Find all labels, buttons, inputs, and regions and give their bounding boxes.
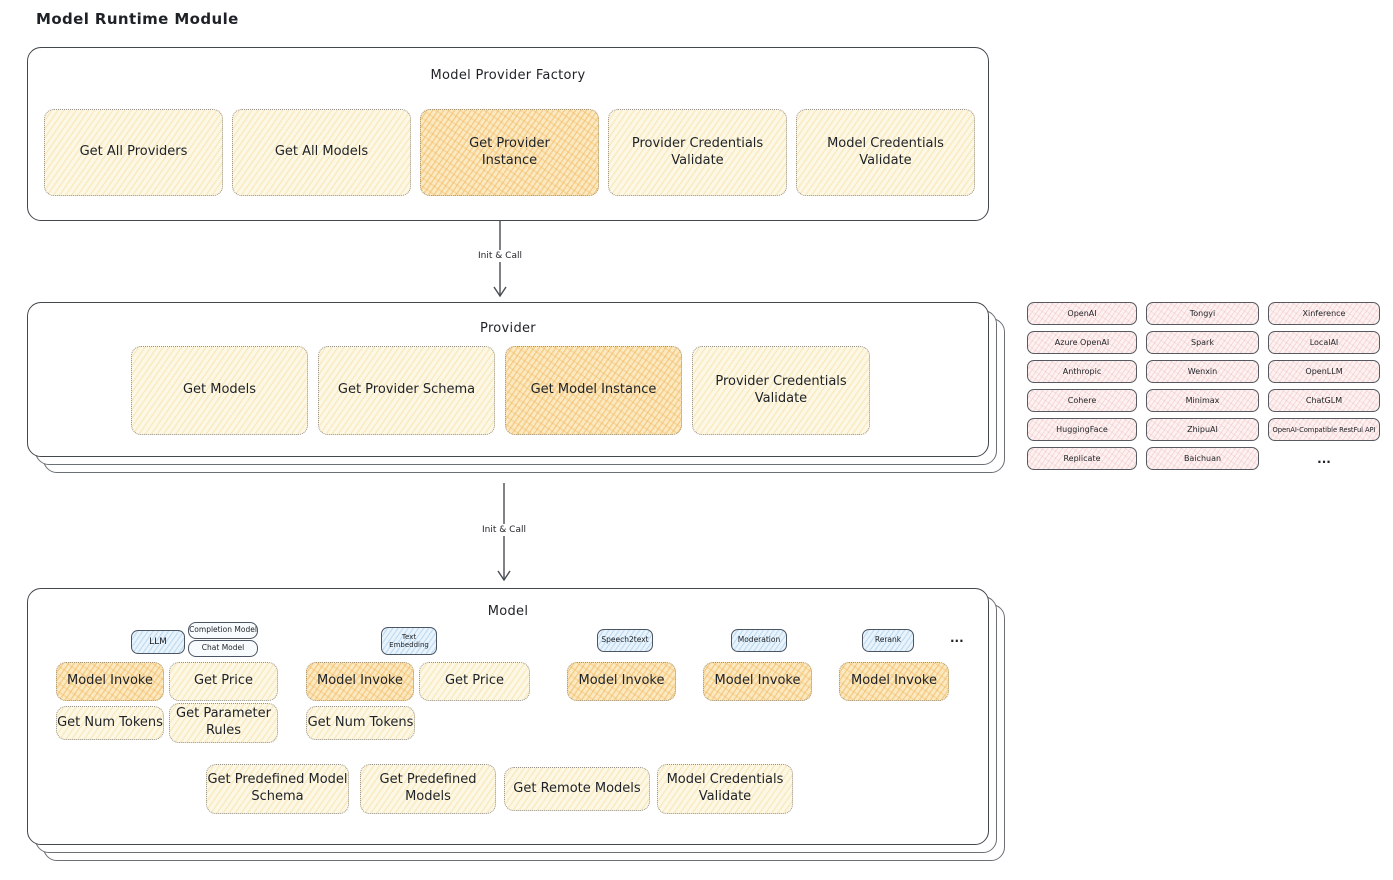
provider-azure-openai: Azure OpenAI [1027, 331, 1137, 354]
embedding-get-price: Get Price [419, 662, 530, 701]
arrow-label-init-call-2: Init & Call [478, 524, 530, 536]
factory-box-model-credentials-validate: Model Credentials Validate [796, 109, 975, 196]
arrow-label-init-call-1: Init & Call [474, 250, 526, 262]
moderation-model-invoke: Model Invoke [703, 662, 812, 701]
provider-anthropic: Anthropic [1027, 360, 1137, 383]
speech2text-model-invoke: Model Invoke [567, 662, 676, 701]
provider-box-get-model-instance: Get Model Instance [505, 346, 682, 435]
tag-chat-model: Chat Model [188, 640, 258, 657]
provider-box-provider-credentials-validate: Provider Credentials Validate [692, 346, 870, 435]
provider-openllm: OpenLLM [1268, 360, 1380, 383]
provider-huggingface: HuggingFace [1027, 418, 1137, 441]
embedding-get-num-tokens: Get Num Tokens [306, 706, 415, 740]
embedding-model-invoke: Model Invoke [306, 662, 414, 701]
provider-localai: LocalAI [1268, 331, 1380, 354]
factory-container: Model Provider Factory Get All Providers… [27, 47, 989, 221]
provider-spark: Spark [1146, 331, 1259, 354]
model-providers-list: OpenAI Tongyi Xinference Azure OpenAI Sp… [1027, 302, 1380, 470]
provider-tongyi: Tongyi [1146, 302, 1259, 325]
provider-container: Provider Get Models Get Provider Schema … [27, 302, 989, 457]
tag-speech2text: Speech2text [597, 629, 653, 652]
provider-box-get-provider-schema: Get Provider Schema [318, 346, 495, 435]
tags-more-ellipsis: ... [950, 631, 964, 645]
arrow-factory-to-provider: Init & Call [474, 220, 526, 298]
llm-get-parameter-rules: Get Parameter Rules [169, 703, 278, 743]
provider-cohere: Cohere [1027, 389, 1137, 412]
tag-rerank: Rerank [862, 629, 914, 652]
factory-box-get-provider-instance: Get Provider Instance [420, 109, 599, 196]
factory-box-get-all-providers: Get All Providers [44, 109, 223, 196]
tag-moderation: Moderation [731, 629, 787, 652]
tag-text-embedding: Text Embedding [381, 627, 437, 655]
provider-replicate: Replicate [1027, 447, 1137, 470]
llm-get-price: Get Price [169, 662, 278, 701]
common-get-predefined-models: Get Predefined Models [360, 764, 496, 814]
tag-llm: LLM [131, 630, 185, 654]
provider-zhipuai: ZhipuAI [1146, 418, 1259, 441]
provider-chatglm: ChatGLM [1268, 389, 1380, 412]
provider-title: Provider [480, 321, 536, 336]
arrow-provider-to-model: Init & Call [478, 483, 530, 582]
provider-openai: OpenAI [1027, 302, 1137, 325]
provider-openai-compatible-restful-api: OpenAI-Compatible RestFul API [1268, 418, 1380, 441]
model-title: Model [487, 604, 529, 619]
provider-baichuan: Baichuan [1146, 447, 1259, 470]
provider-box-get-models: Get Models [131, 346, 308, 435]
rerank-model-invoke: Model Invoke [839, 662, 949, 701]
provider-wenxin: Wenxin [1146, 360, 1259, 383]
tag-completion-model: Completion Model [188, 622, 258, 639]
diagram-title: Model Runtime Module [36, 10, 239, 28]
factory-title: Model Provider Factory [430, 68, 586, 83]
common-get-predefined-model-schema: Get Predefined Model Schema [206, 764, 349, 814]
providers-more-ellipsis: ... [1317, 451, 1331, 466]
common-model-credentials-validate: Model Credentials Validate [657, 764, 793, 814]
provider-minimax: Minimax [1146, 389, 1259, 412]
common-get-remote-models: Get Remote Models [504, 767, 650, 811]
llm-model-invoke: Model Invoke [56, 662, 164, 701]
provider-xinference: Xinference [1268, 302, 1380, 325]
factory-box-get-all-models: Get All Models [232, 109, 411, 196]
factory-box-provider-credentials-validate: Provider Credentials Validate [608, 109, 787, 196]
model-container: Model LLM Completion Model Chat Model Te… [27, 588, 989, 845]
llm-get-num-tokens: Get Num Tokens [56, 706, 164, 740]
